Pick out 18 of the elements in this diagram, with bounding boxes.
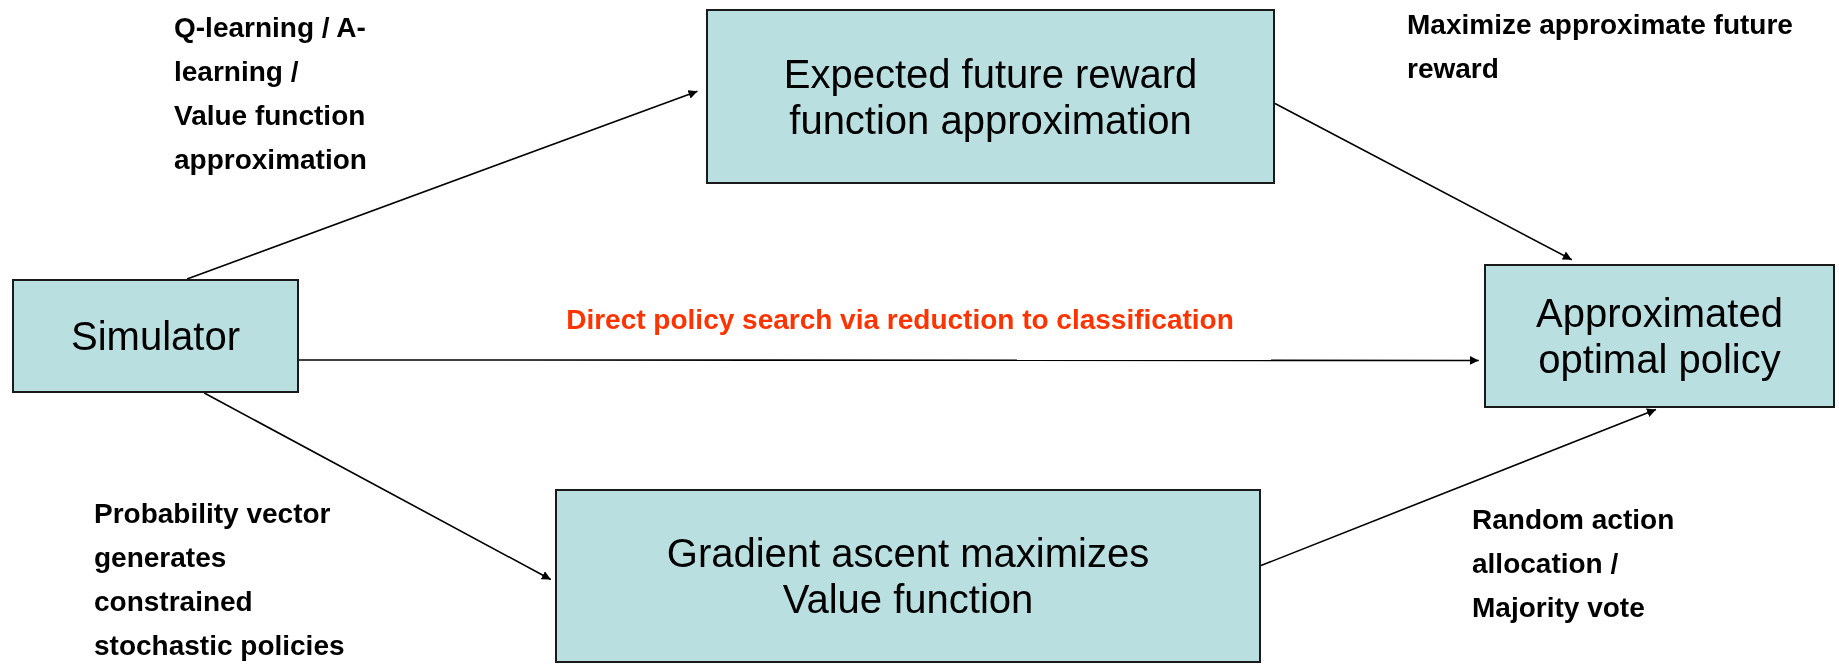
process-box bbox=[555, 489, 1261, 663]
arrow bbox=[298, 356, 1480, 365]
arrow bbox=[203, 392, 552, 581]
edge-label: Maximize approximate future reward bbox=[1407, 8, 1794, 86]
edge-label: Direct policy search via reduction to classification bbox=[565, 303, 1235, 337]
arrow bbox=[1260, 408, 1657, 567]
edge-label: Probability vector generates constrained stochastic policies bbox=[94, 497, 346, 663]
box-text: Gradient ascent maximizes Value function bbox=[665, 530, 1151, 622]
box-text: Approximated optimal policy bbox=[1535, 290, 1784, 382]
edge-label: Q-learning / A-learning / Value function approximation bbox=[174, 11, 368, 177]
edge-label: Random action allocation / Majority vote bbox=[1472, 503, 1676, 625]
process-box bbox=[12, 279, 299, 393]
arrow bbox=[1274, 102, 1573, 261]
process-box bbox=[1484, 264, 1835, 408]
process-box bbox=[706, 9, 1275, 184]
box-text: Expected future reward function approximation bbox=[782, 50, 1199, 143]
box-text: Simulator bbox=[71, 313, 240, 359]
arrow bbox=[186, 90, 699, 280]
